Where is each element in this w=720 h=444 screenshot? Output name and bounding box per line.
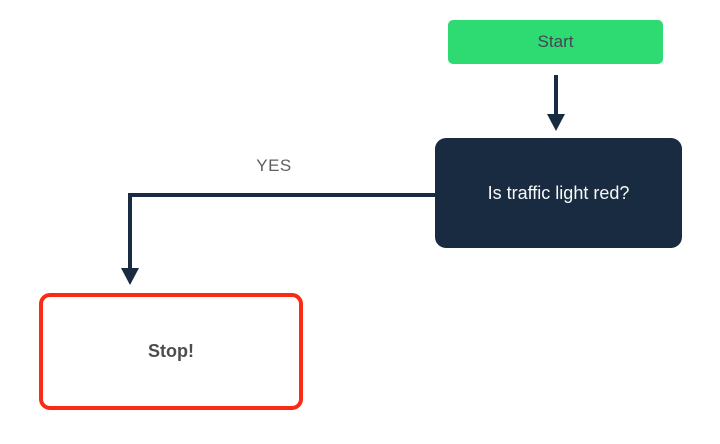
- node-decision-label: Is traffic light red?: [487, 182, 630, 203]
- node-stop-label: Stop!: [148, 341, 194, 361]
- edge-start-to-decision-arrowhead-icon: [547, 114, 565, 131]
- edge-decision-to-stop-line: [128, 193, 435, 269]
- edge-decision-to-stop-arrowhead-icon: [121, 268, 139, 285]
- edge-yes-label: YES: [256, 156, 292, 175]
- node-start: Start: [448, 20, 663, 64]
- node-decision: Is traffic light red?: [435, 138, 682, 248]
- node-start-label: Start: [537, 32, 574, 51]
- node-stop: Stop!: [39, 293, 303, 410]
